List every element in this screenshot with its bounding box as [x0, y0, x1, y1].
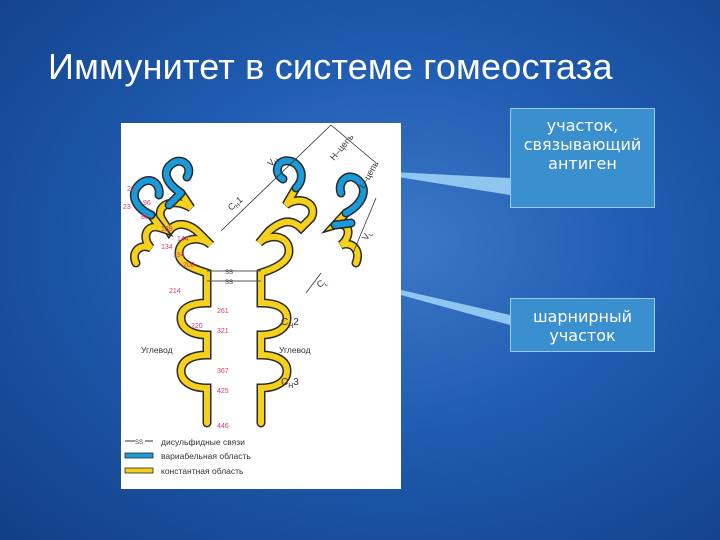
- residue-22: 22: [127, 186, 135, 193]
- light-chain-bracket: [330, 124, 377, 164]
- residue-446: 446: [217, 423, 229, 430]
- residue-144: 144: [177, 236, 189, 243]
- slide-title: Иммунитет в системе гомеостаза: [48, 46, 613, 87]
- legend-constant-swatch: [124, 467, 154, 474]
- cl-label: CL: [315, 276, 330, 292]
- right-variable-region: [274, 157, 367, 228]
- ch3-label: CH3: [281, 377, 299, 390]
- vl-bracket: [352, 197, 377, 254]
- legend: SS дисульфидные связи вариабельная облас…: [124, 437, 251, 476]
- vh-label: VH: [265, 154, 281, 170]
- residue-367: 367: [217, 368, 229, 375]
- ch1-label: CH1: [226, 195, 246, 214]
- ss-label-1: SS: [225, 270, 233, 276]
- carbohydrate-label-left: Углевод: [141, 345, 173, 355]
- residue-425: 425: [217, 388, 229, 395]
- residue-23: 23: [123, 204, 131, 211]
- antibody-figure: SS SS Н–цепь L–цепь VH CH1 VL CL CH2 CH3…: [121, 123, 401, 489]
- hinge-region-callout: шарнирный участок: [510, 298, 655, 352]
- legend-ss-key: SS: [135, 440, 143, 446]
- antigen-binding-site-callout: участок, связывающий антиген: [510, 108, 655, 208]
- residue-194: 194: [173, 252, 185, 259]
- residue-214: 214: [169, 288, 181, 295]
- heavy-chain-bracket: [220, 124, 332, 232]
- left-variable-region: [131, 158, 192, 218]
- hinge-callout-line-1: шарнирный: [532, 307, 633, 326]
- legend-variable: вариабельная область: [161, 451, 251, 461]
- residue-261: 261: [217, 308, 229, 315]
- hinge-callout-line-2: участок: [549, 326, 616, 345]
- left-light-chain-constant: [131, 212, 170, 266]
- legend-disulfide: дисульфидные связи: [161, 437, 245, 447]
- residue-88: 88: [141, 214, 149, 221]
- antigen-callout-line-2: связывающий: [523, 135, 642, 154]
- antibody-structure-diagram: SS SS Н–цепь L–цепь VH CH1 VL CL CH2 CH3…: [123, 124, 381, 476]
- residue-139: 139: [161, 226, 173, 233]
- residue-220: 220: [191, 323, 203, 330]
- antigen-callout-line-3: антиген: [548, 154, 617, 173]
- residue-134: 134: [161, 244, 173, 251]
- residue-96: 96: [143, 200, 151, 207]
- residue-numbers: 22 96 23 88 139 144 134 194 200 214 261 …: [123, 186, 229, 430]
- vl-label: VL: [360, 228, 375, 243]
- residue-321: 321: [217, 328, 229, 335]
- legend-variable-swatch: [124, 452, 154, 459]
- cl-bracket: [305, 272, 322, 294]
- light-chain-label: L–цепь: [357, 159, 381, 190]
- legend-constant: константная область: [161, 466, 244, 476]
- ch2-label: CH2: [281, 317, 299, 330]
- heavy-chain-label: Н–цепь: [328, 132, 356, 163]
- right-heavy-chain-constant: [256, 185, 316, 426]
- antigen-callout-line-1: участок,: [546, 116, 619, 135]
- ss-label-2: SS: [225, 280, 233, 286]
- carbohydrate-label-right: Углевод: [279, 345, 311, 355]
- residue-200: 200: [183, 262, 195, 269]
